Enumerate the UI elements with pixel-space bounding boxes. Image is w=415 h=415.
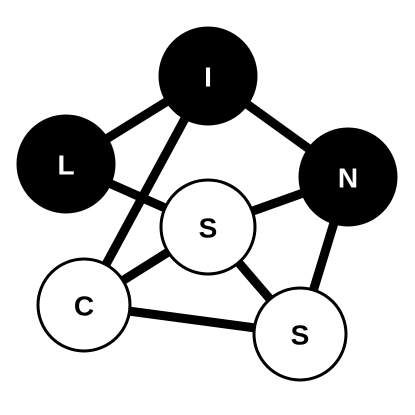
nodes-layer: I L N S C S <box>16 26 398 382</box>
node-circle-i <box>158 26 258 126</box>
node-s2: S <box>252 286 348 382</box>
node-circle-s1 <box>159 178 257 276</box>
node-l: L <box>16 114 116 214</box>
node-label-s2: S <box>291 320 310 351</box>
node-n: N <box>298 127 398 227</box>
node-label-n: N <box>338 163 358 194</box>
node-label-c: C <box>74 291 94 322</box>
node-circle-l <box>16 114 116 214</box>
node-s1: S <box>159 178 257 276</box>
node-circle-s2 <box>252 286 348 382</box>
node-label-l: L <box>57 150 74 181</box>
node-i: I <box>158 26 258 126</box>
node-label-s1: S <box>199 213 218 244</box>
node-circle-c <box>36 257 132 353</box>
node-c: C <box>36 257 132 353</box>
node-circle-n <box>298 127 398 227</box>
node-label-i: I <box>204 62 212 93</box>
